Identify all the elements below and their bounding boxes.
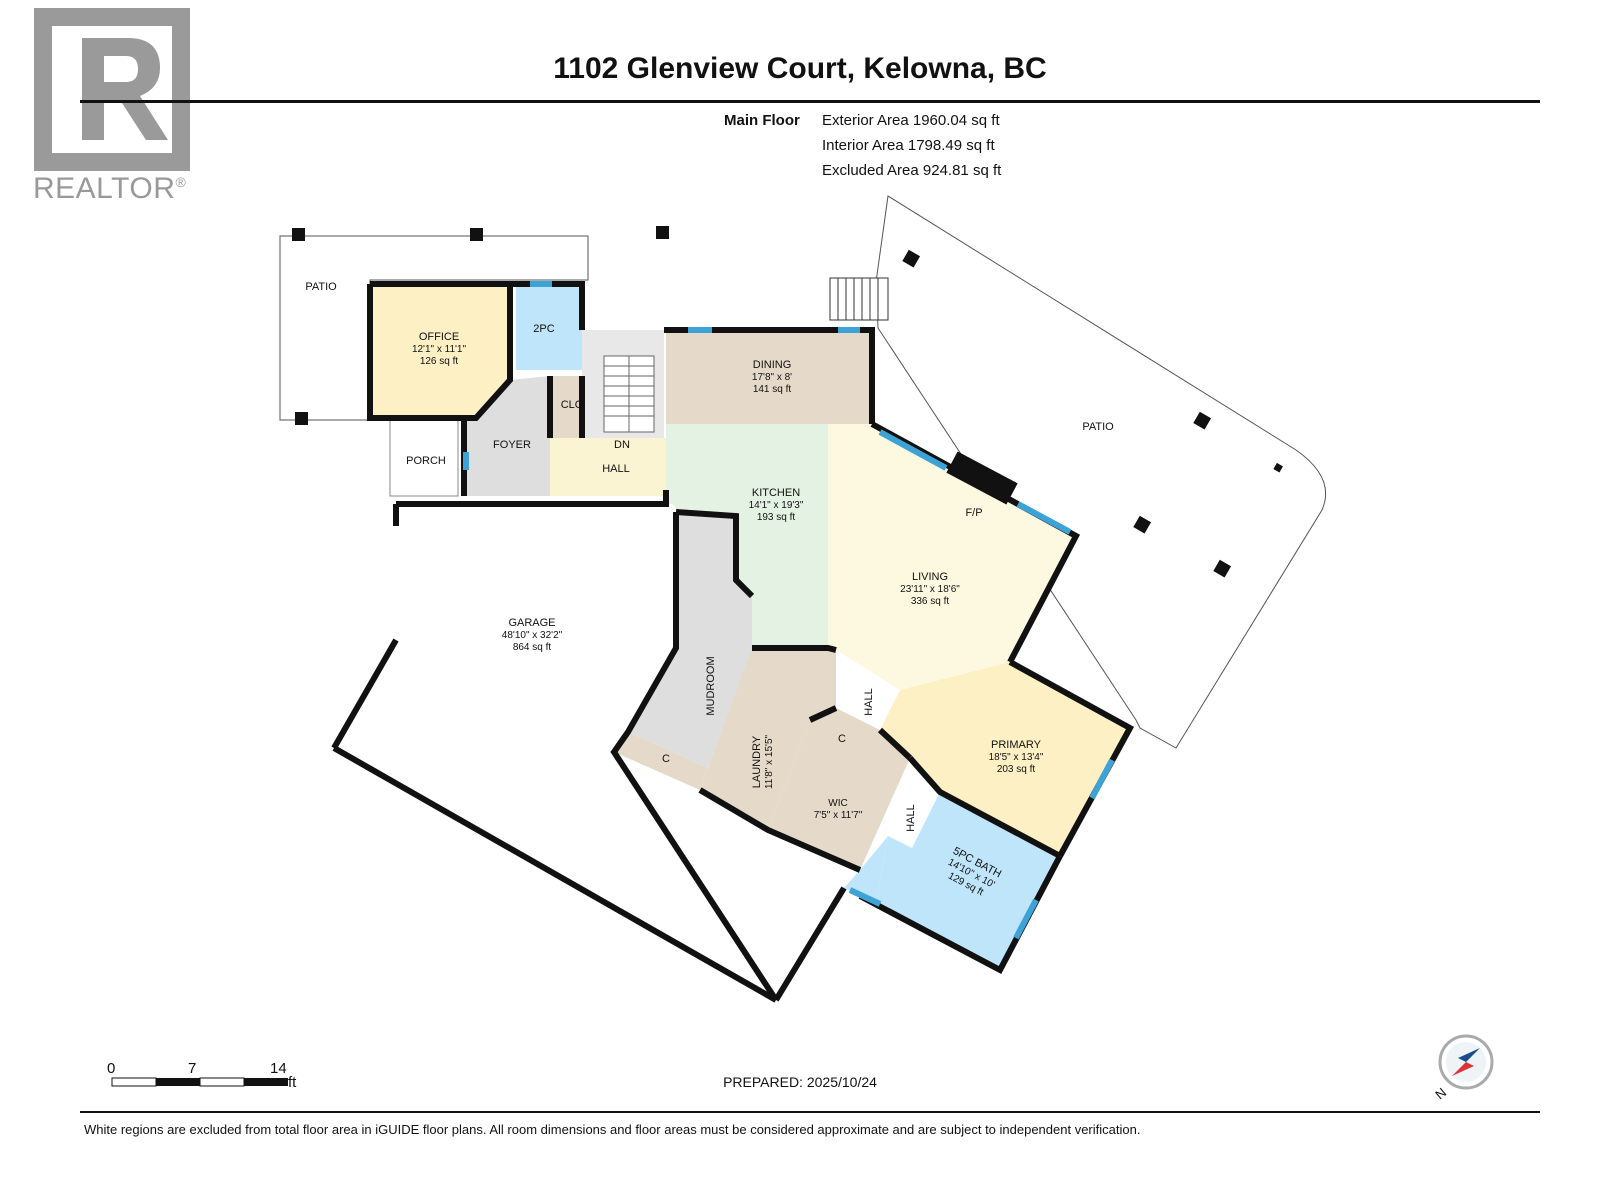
post <box>1133 515 1152 534</box>
exterior-stairs <box>829 277 889 321</box>
kitchen-area: 193 sq ft <box>757 512 796 523</box>
hall-mid-room <box>836 650 900 730</box>
c-small-label: C <box>838 733 846 745</box>
hall-top-label: HALL <box>602 463 630 475</box>
foyer-label: FOYER <box>493 439 531 451</box>
living-label: LIVING <box>912 571 948 583</box>
dn-label: DN <box>614 439 630 451</box>
dining-room <box>666 330 872 424</box>
interior-stairs <box>603 355 655 433</box>
kitchen-dims: 14'1" x 19'3" <box>749 500 804 511</box>
twopc-label: 2PC <box>533 323 554 335</box>
scale-tick-14: 14 <box>270 1060 287 1077</box>
exterior-area: Exterior Area 1960.04 sq ft <box>822 112 1000 129</box>
realtor-wordmark: REALTOR® <box>33 172 187 205</box>
primary-room <box>880 662 1130 856</box>
dining-label: DINING <box>753 359 792 371</box>
mudroom-room <box>628 512 752 768</box>
c-mud-label: C <box>662 753 670 765</box>
office-room <box>370 284 510 418</box>
floor-label: Main Floor <box>724 112 800 129</box>
laundry-dims: 11'8" x 15'5" <box>764 735 775 790</box>
office-dims: 12'1" x 11'1" <box>412 344 467 355</box>
post <box>656 226 669 239</box>
excluded-area: Excluded Area 924.81 sq ft <box>822 162 1002 179</box>
compass-icon <box>1438 1034 1494 1090</box>
scale-tick-7: 7 <box>188 1060 197 1077</box>
post <box>295 412 308 425</box>
laundry-room <box>700 648 836 830</box>
post <box>1273 462 1283 473</box>
porch-area <box>389 419 459 497</box>
living-dims: 23'11" x 18'6" <box>900 584 960 595</box>
garage-area: 864 sq ft <box>513 642 552 653</box>
hall-top-room <box>550 438 666 496</box>
dining-dims: 17'8" x 8' <box>752 372 792 383</box>
scale-unit: ft <box>288 1074 297 1091</box>
kitchen-room <box>666 424 828 648</box>
living-area: 336 sq ft <box>911 596 950 607</box>
page-title: 1102 Glenview Court, Kelowna, BC <box>553 52 1047 85</box>
interior-area: Interior Area 1798.49 sq ft <box>822 137 995 154</box>
garage-dims: 48'10" x 32'2" <box>502 630 563 641</box>
primary-dims: 18'5" x 13'4" <box>989 752 1044 763</box>
scale-tick-0: 0 <box>107 1060 116 1077</box>
wic-room <box>768 708 910 870</box>
patio-left-label: PATIO <box>305 281 337 293</box>
post <box>292 228 305 241</box>
clo-label: CLO <box>561 399 584 411</box>
wic-dims: 7'5" x 11'7" <box>814 810 863 821</box>
kitchen-label: KITCHEN <box>752 487 800 499</box>
primary-area: 203 sq ft <box>997 764 1036 775</box>
prepared-date: PREPARED: 2025/10/24 <box>723 1074 877 1090</box>
title-divider <box>80 100 1540 103</box>
patio-left-area <box>279 235 589 421</box>
footer-divider <box>80 1111 1540 1113</box>
laundry-label: LAUNDRY <box>751 735 763 788</box>
twopc-room <box>516 284 582 370</box>
living-room <box>828 424 1076 690</box>
hall-low-label: HALL <box>905 804 917 832</box>
mudroom-label: MUDROOM <box>705 656 717 715</box>
hall-mid-label: HALL <box>863 688 875 716</box>
scale-bar <box>111 1077 288 1087</box>
primary-label: PRIMARY <box>991 739 1042 751</box>
porch-label: PORCH <box>406 455 446 467</box>
disclaimer-text: White regions are excluded from total fl… <box>84 1122 1141 1137</box>
patio-right-area <box>875 195 1327 749</box>
realtor-logo-icon <box>34 8 190 171</box>
garage-label: GARAGE <box>508 617 555 629</box>
bath-toilet <box>844 836 888 904</box>
post <box>1193 411 1212 430</box>
office-area: 126 sq ft <box>420 356 459 367</box>
post <box>470 228 483 241</box>
fp-label: F/P <box>965 507 982 519</box>
closet-mud <box>614 732 708 790</box>
post <box>902 249 921 268</box>
dining-area: 141 sq ft <box>753 384 792 395</box>
garage-room <box>334 504 844 1000</box>
office-label: OFFICE <box>419 331 459 343</box>
foyer-room <box>464 376 554 496</box>
wic-label: WIC <box>828 798 847 809</box>
patio-right-label: PATIO <box>1082 421 1114 433</box>
post <box>1213 559 1232 578</box>
clo-room <box>550 376 582 438</box>
